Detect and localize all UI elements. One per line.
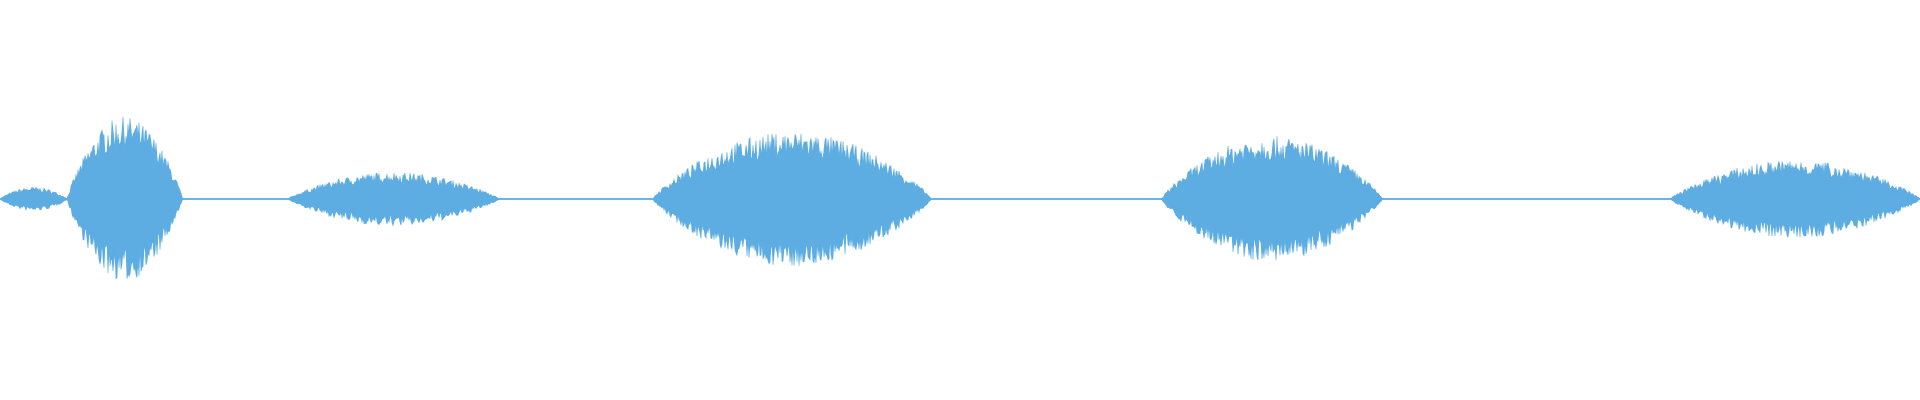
waveform-shape <box>0 116 1920 280</box>
